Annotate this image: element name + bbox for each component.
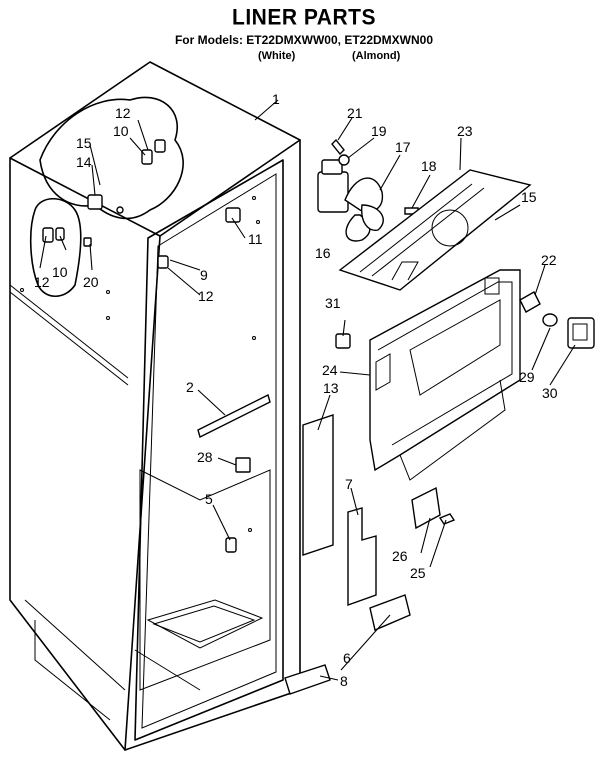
callout-11: 11: [248, 231, 263, 247]
callout-22: 22: [541, 252, 557, 268]
callout-28: 28: [197, 449, 213, 465]
callout-2: 2: [186, 379, 194, 395]
models-line: For Models: ET22DMXWW00, ET22DMXWN00: [174, 33, 434, 47]
part-31-clip: [335, 333, 351, 349]
callout-9: 9: [200, 267, 208, 283]
callout-18: 18: [421, 158, 437, 174]
callout-20: 20: [83, 274, 99, 290]
leader-lines: [39, 99, 576, 681]
callout-12-mid: 12: [198, 288, 214, 304]
callout-26: 26: [392, 548, 408, 564]
callout-19: 19: [371, 123, 387, 139]
loose-panels: [284, 414, 456, 695]
callout-21: 21: [347, 105, 363, 121]
callout-7: 7: [345, 476, 353, 492]
rear-panel: [369, 269, 521, 481]
evaporator-cover: [338, 169, 532, 291]
callout-23: 23: [457, 123, 473, 139]
page-title: LINER PARTS: [232, 5, 376, 30]
evaporator-fan-assembly: [317, 138, 419, 242]
cabinet-small-parts: [42, 139, 271, 553]
callout-13: 13: [323, 380, 339, 396]
callout-5: 5: [205, 491, 213, 507]
callout-15-top: 15: [76, 135, 92, 151]
callout-labels: 1 2 5 6 7 8 9 10 10 11 12 12 12 13 14 15…: [34, 91, 558, 689]
callout-15-right: 15: [521, 189, 537, 205]
callout-31: 31: [325, 295, 341, 311]
callout-29: 29: [519, 369, 535, 385]
callout-30: 30: [542, 385, 558, 401]
callout-16: 16: [315, 245, 331, 261]
callout-14: 14: [76, 154, 92, 170]
callout-10-top: 10: [113, 123, 129, 139]
callout-6: 6: [343, 650, 351, 666]
callout-17: 17: [395, 139, 411, 155]
liner-cabinet: [9, 61, 301, 751]
callout-10-left: 10: [52, 264, 68, 280]
callout-24: 24: [322, 362, 338, 378]
light-components: [519, 291, 595, 349]
callout-1: 1: [272, 91, 280, 107]
color-almond-label: (Almond): [352, 50, 401, 62]
callout-12-top: 12: [115, 105, 131, 121]
callout-12-left: 12: [34, 274, 50, 290]
color-white-label: (White): [258, 50, 296, 62]
callout-25: 25: [410, 565, 426, 581]
callout-8: 8: [340, 673, 348, 689]
